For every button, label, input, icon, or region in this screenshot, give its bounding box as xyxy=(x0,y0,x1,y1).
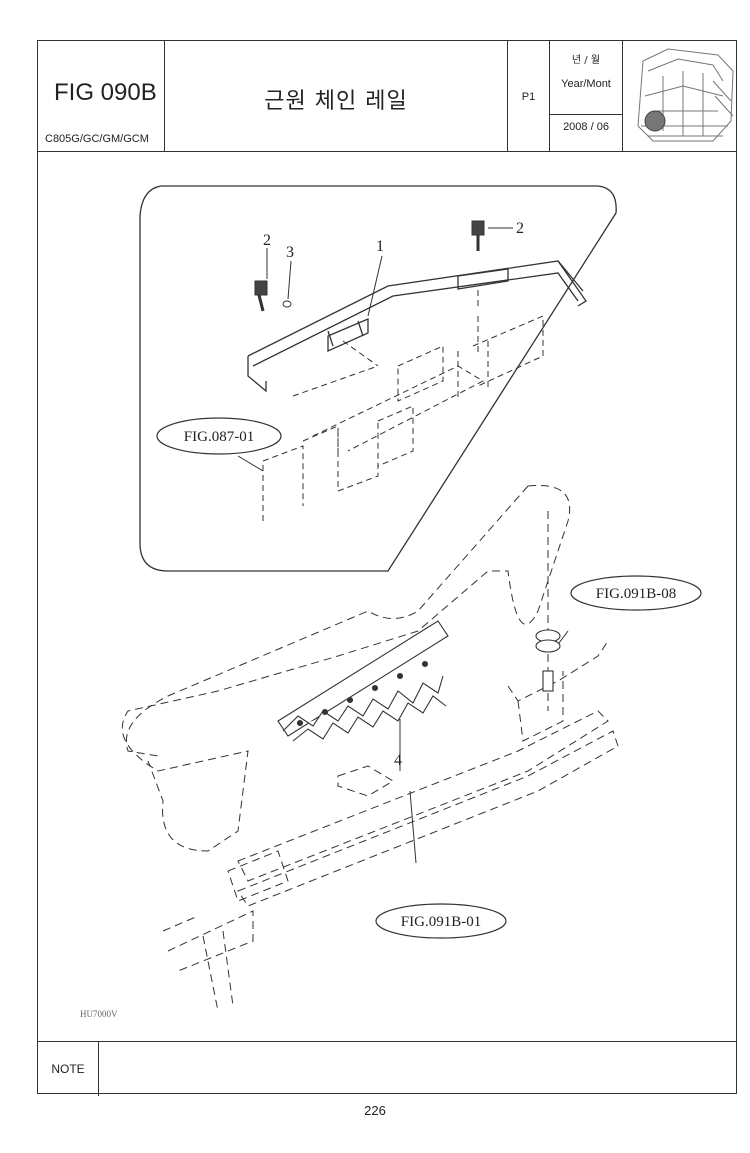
ref-fig-091b-01-oval xyxy=(375,903,507,939)
ref-fig-087-01: FIG.087-01 xyxy=(184,429,254,445)
page-title: 근원 체인 레일 xyxy=(264,89,408,114)
combine-harvester-icon xyxy=(637,48,734,142)
year-month-label-kr: 년 / 월 xyxy=(571,55,601,66)
chain-rail-bracket-dashed xyxy=(262,286,544,521)
title-cell: 근원 체인 레일 xyxy=(165,41,508,151)
callout-3: 3 xyxy=(286,244,294,261)
callout-2-right: 2 xyxy=(516,220,524,237)
model-list: C805G/GC/GM/GCM xyxy=(45,133,149,145)
ref-fig-091b-08-oval xyxy=(570,575,702,611)
issue-date: 2008 / 06 xyxy=(563,121,609,133)
bolt-icon xyxy=(254,220,485,312)
chain-rail-part xyxy=(247,260,587,393)
chain-path-dashed xyxy=(121,484,619,1012)
note-row: NOTE xyxy=(38,1041,736,1096)
callout-2: 2 xyxy=(263,232,271,249)
ref-fig-087-01-oval xyxy=(156,417,282,455)
page-ref-cell: P1 xyxy=(508,41,550,151)
ref-fig-091b-08: FIG.091B-08 xyxy=(596,586,676,602)
date-cell: 년 / 월 Year/Mont 2008 / 06 xyxy=(550,41,623,151)
year-month-label-en: Year/Mont xyxy=(561,78,611,90)
page-number: 226 xyxy=(364,1103,386,1118)
roller-chain xyxy=(277,620,449,742)
callout-4: 4 xyxy=(394,752,402,769)
callout-1: 1 xyxy=(376,238,384,255)
ref-fig-091b-01: FIG.091B-01 xyxy=(401,914,481,930)
bushing-part xyxy=(535,629,561,692)
note-label: NOTE xyxy=(38,1042,99,1096)
parts-sheet: FIG 090B C805G/GC/GM/GCM 근원 체인 레일 P1 년 /… xyxy=(37,40,737,1096)
drawing-code: HU7000V xyxy=(80,1009,118,1019)
machine-thumbnail xyxy=(623,41,738,151)
fig-code-cell: FIG 090B C805G/GC/GM/GCM xyxy=(38,41,165,151)
fig-code: FIG 090B xyxy=(54,79,157,106)
page-ref: P1 xyxy=(521,91,536,103)
header-block: FIG 090B C805G/GC/GM/GCM 근원 체인 레일 P1 년 /… xyxy=(38,41,736,152)
parts-diagram: 2 3 1 2 4 FIG.087-01 FIG.091B-08 FIG.091… xyxy=(80,185,702,1019)
detail-inset-frame xyxy=(139,185,617,572)
